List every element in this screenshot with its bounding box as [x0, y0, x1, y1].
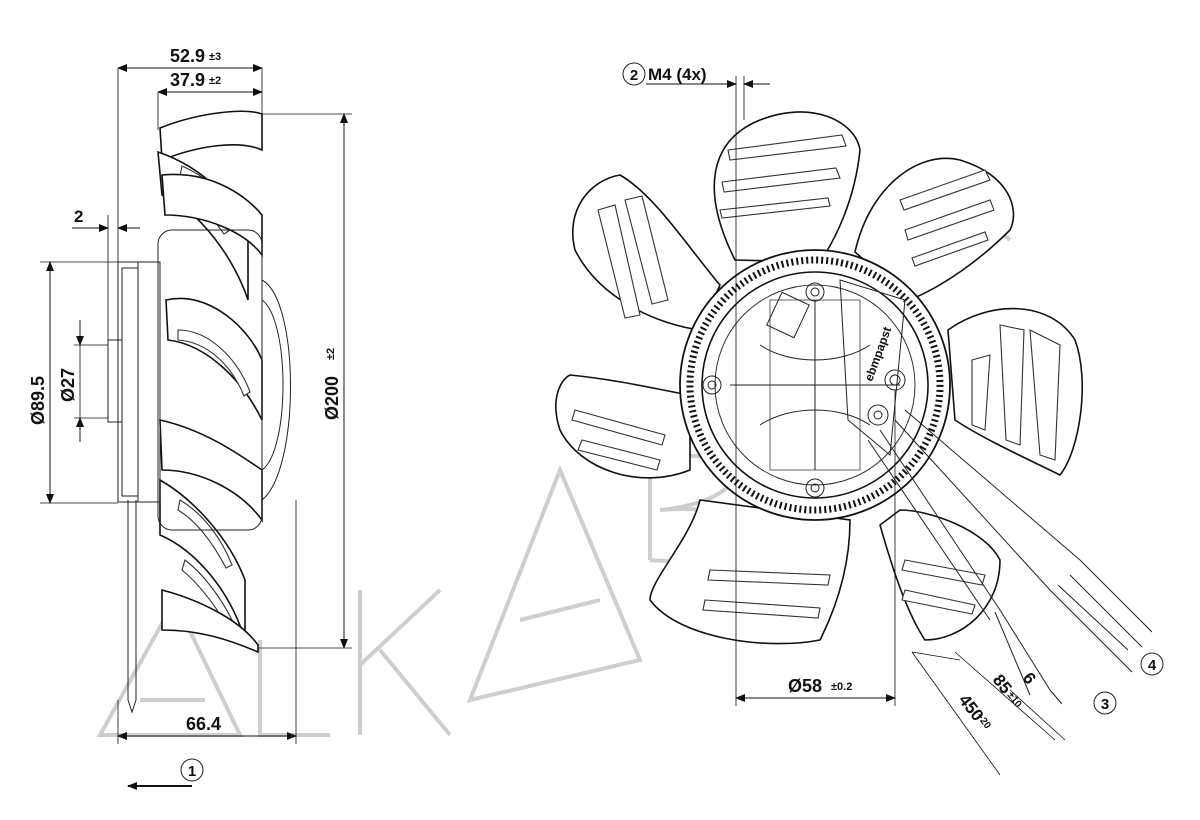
dim-cable-lengths: 450 +20 85 ±10 6: [911, 651, 1066, 776]
bolt-circle-tol: ±0.2: [831, 681, 852, 693]
dim-hub-dia: Ø27: [58, 320, 108, 442]
wire-callout-4-number: 4: [1148, 657, 1157, 674]
side-view-hub: [107, 229, 291, 531]
dim-depth-blades: 37.9 ±2: [157, 70, 263, 130]
dim-motor-dia: Ø89.5: [28, 261, 118, 504]
side-view-blades: [157, 110, 263, 654]
dim-cable-length: 450 +20: [955, 691, 993, 732]
airflow-callout-number: 1: [188, 763, 196, 780]
thread-label: M4 (4x): [648, 65, 707, 84]
dim-fan-dia: Ø200 ±2: [258, 113, 352, 649]
side-view-cable: [127, 500, 137, 714]
thread-callout: 2 M4 (4x): [622, 62, 770, 290]
dim-bolt-circle: Ø58 ±0.2: [735, 290, 896, 706]
depth-blades-value: 37.9: [170, 70, 205, 90]
dim-strip-length: 85 ±10: [989, 671, 1024, 711]
dim-flange-offset: 2: [72, 207, 140, 340]
dim-wire-end: 6: [1019, 669, 1040, 688]
front-view-blades: [555, 111, 1083, 645]
fan-dia-value: Ø200: [322, 376, 342, 420]
hub-dia-value: Ø27: [58, 368, 78, 402]
side-view: 52.9 ±3 37.9 ±2 2 Ø89.5: [28, 46, 352, 790]
depth-overall-tol: ±3: [209, 51, 221, 63]
bolt-circle-value: Ø58: [788, 676, 822, 696]
thread-callout-number: 2: [630, 67, 638, 84]
depth-overall-value: 52.9: [170, 46, 205, 66]
wire-end-value: 6: [1019, 669, 1040, 688]
strip-length-tol: ±10: [1005, 690, 1024, 710]
fan-dia-tol: ±2: [325, 348, 337, 360]
flange-offset-value: 2: [74, 207, 83, 226]
front-view: ebmpapst 2 M4 (4x): [555, 62, 1164, 776]
front-view-hub: ebmpapst: [679, 249, 951, 521]
dim-overall-length: 66.4: [117, 500, 297, 744]
airflow-callout: 1: [127, 758, 204, 790]
wire-callout-3: 3: [1093, 691, 1117, 715]
wire-callout-3-number: 3: [1101, 696, 1109, 713]
overall-length-value: 66.4: [186, 714, 221, 734]
front-view-cable: [867, 409, 1153, 705]
motor-dia-value: Ø89.5: [28, 376, 48, 425]
depth-blades-tol: ±2: [209, 75, 221, 87]
wire-callout-4: 4: [1140, 652, 1164, 676]
